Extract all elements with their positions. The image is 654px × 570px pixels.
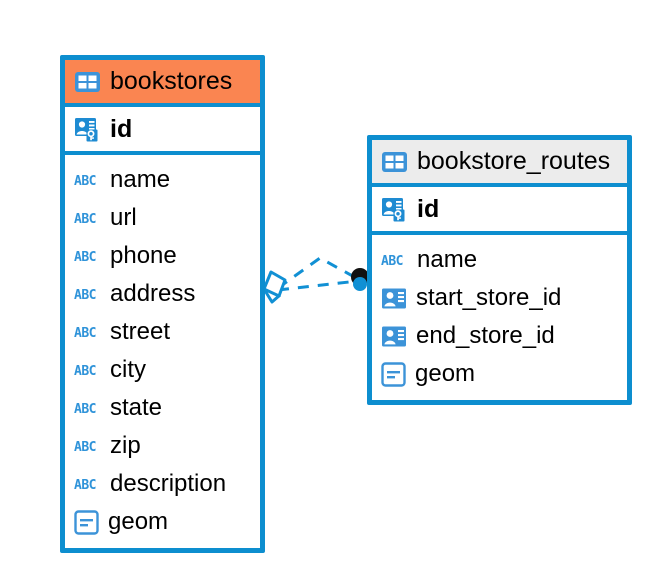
entity-title: bookstores xyxy=(110,67,233,95)
field-label: phone xyxy=(110,242,177,269)
field-row-phone[interactable]: ABC phone xyxy=(65,237,260,275)
field-label: zip xyxy=(110,432,141,459)
text-type-icon: ABC xyxy=(74,174,96,188)
field-label: url xyxy=(110,204,137,231)
field-row-street[interactable]: ABC street xyxy=(65,313,260,351)
field-row-state[interactable]: ABC state xyxy=(65,389,260,427)
svg-text:ABC: ABC xyxy=(74,440,96,454)
svg-text:ABC: ABC xyxy=(74,212,96,226)
filled-circle-marker-base xyxy=(353,277,367,291)
text-type-icon: ABC xyxy=(74,364,96,378)
field-row-url[interactable]: ABC url xyxy=(65,199,260,237)
svg-text:ABC: ABC xyxy=(74,478,96,492)
text-type-icon: ABC xyxy=(74,288,96,302)
primary-key-row[interactable]: id xyxy=(372,187,627,235)
text-type-icon: ABC xyxy=(74,478,96,492)
entity-header-bookstores[interactable]: bookstores xyxy=(65,60,260,107)
primary-key-icon xyxy=(382,197,405,221)
entity-table-bookstores[interactable]: bookstores id ABC name xyxy=(60,55,265,553)
field-row-geom[interactable]: geom xyxy=(372,355,627,393)
diamond-marker[interactable] xyxy=(262,270,287,304)
field-row-description[interactable]: ABC description xyxy=(65,465,260,503)
text-type-icon: ABC xyxy=(74,402,96,416)
primary-key-row[interactable]: id xyxy=(65,107,260,155)
field-list: ABC name ABC url ABC phone ABC xyxy=(65,155,260,548)
field-label: city xyxy=(110,356,146,383)
field-label: name xyxy=(110,166,171,193)
text-type-icon: ABC xyxy=(381,254,403,268)
field-label: geom xyxy=(108,508,169,535)
svg-text:ABC: ABC xyxy=(74,174,96,188)
primary-key-label: id xyxy=(110,114,133,143)
entity-title: bookstore_routes xyxy=(417,147,611,175)
geometry-type-icon xyxy=(74,509,99,535)
primary-key-label: id xyxy=(417,194,440,223)
field-label: description xyxy=(110,470,227,497)
field-row-address[interactable]: ABC address xyxy=(65,275,260,313)
field-row-name[interactable]: ABC name xyxy=(372,241,627,279)
text-type-icon: ABC xyxy=(74,440,96,454)
geometry-type-icon xyxy=(381,361,406,387)
field-label: address xyxy=(110,280,196,307)
text-type-icon: ABC xyxy=(74,250,96,264)
entity-header-bookstore-routes[interactable]: bookstore_routes xyxy=(372,140,627,187)
field-label: street xyxy=(110,318,171,345)
field-list: ABC name start_store_id xyxy=(372,235,627,400)
field-label: end_store_id xyxy=(416,322,555,349)
text-type-icon: ABC xyxy=(74,212,96,226)
field-label: name xyxy=(417,246,478,273)
svg-text:ABC: ABC xyxy=(381,254,403,268)
foreign-key-icon xyxy=(382,326,406,346)
text-type-icon: ABC xyxy=(74,326,96,340)
field-row-city[interactable]: ABC city xyxy=(65,351,260,389)
field-row-geom[interactable]: geom xyxy=(65,503,260,541)
table-icon xyxy=(75,71,100,92)
primary-key-icon xyxy=(75,117,98,141)
field-row-zip[interactable]: ABC zip xyxy=(65,427,260,465)
svg-text:ABC: ABC xyxy=(74,326,96,340)
foreign-key-icon xyxy=(382,288,406,308)
relationship-line-upper xyxy=(277,256,359,290)
svg-text:ABC: ABC xyxy=(74,402,96,416)
svg-text:ABC: ABC xyxy=(74,364,96,378)
field-row-end-store-id[interactable]: end_store_id xyxy=(372,317,627,355)
entity-table-bookstore-routes[interactable]: bookstore_routes id ABC xyxy=(367,135,632,405)
field-label: geom xyxy=(415,360,476,387)
svg-text:ABC: ABC xyxy=(74,288,96,302)
field-row-start-store-id[interactable]: start_store_id xyxy=(372,279,627,317)
field-label: state xyxy=(110,394,163,421)
field-row-name[interactable]: ABC name xyxy=(65,161,260,199)
relationship-line-lower xyxy=(277,279,359,292)
svg-text:ABC: ABC xyxy=(74,250,96,264)
field-label: start_store_id xyxy=(416,284,562,311)
table-icon xyxy=(382,151,407,172)
